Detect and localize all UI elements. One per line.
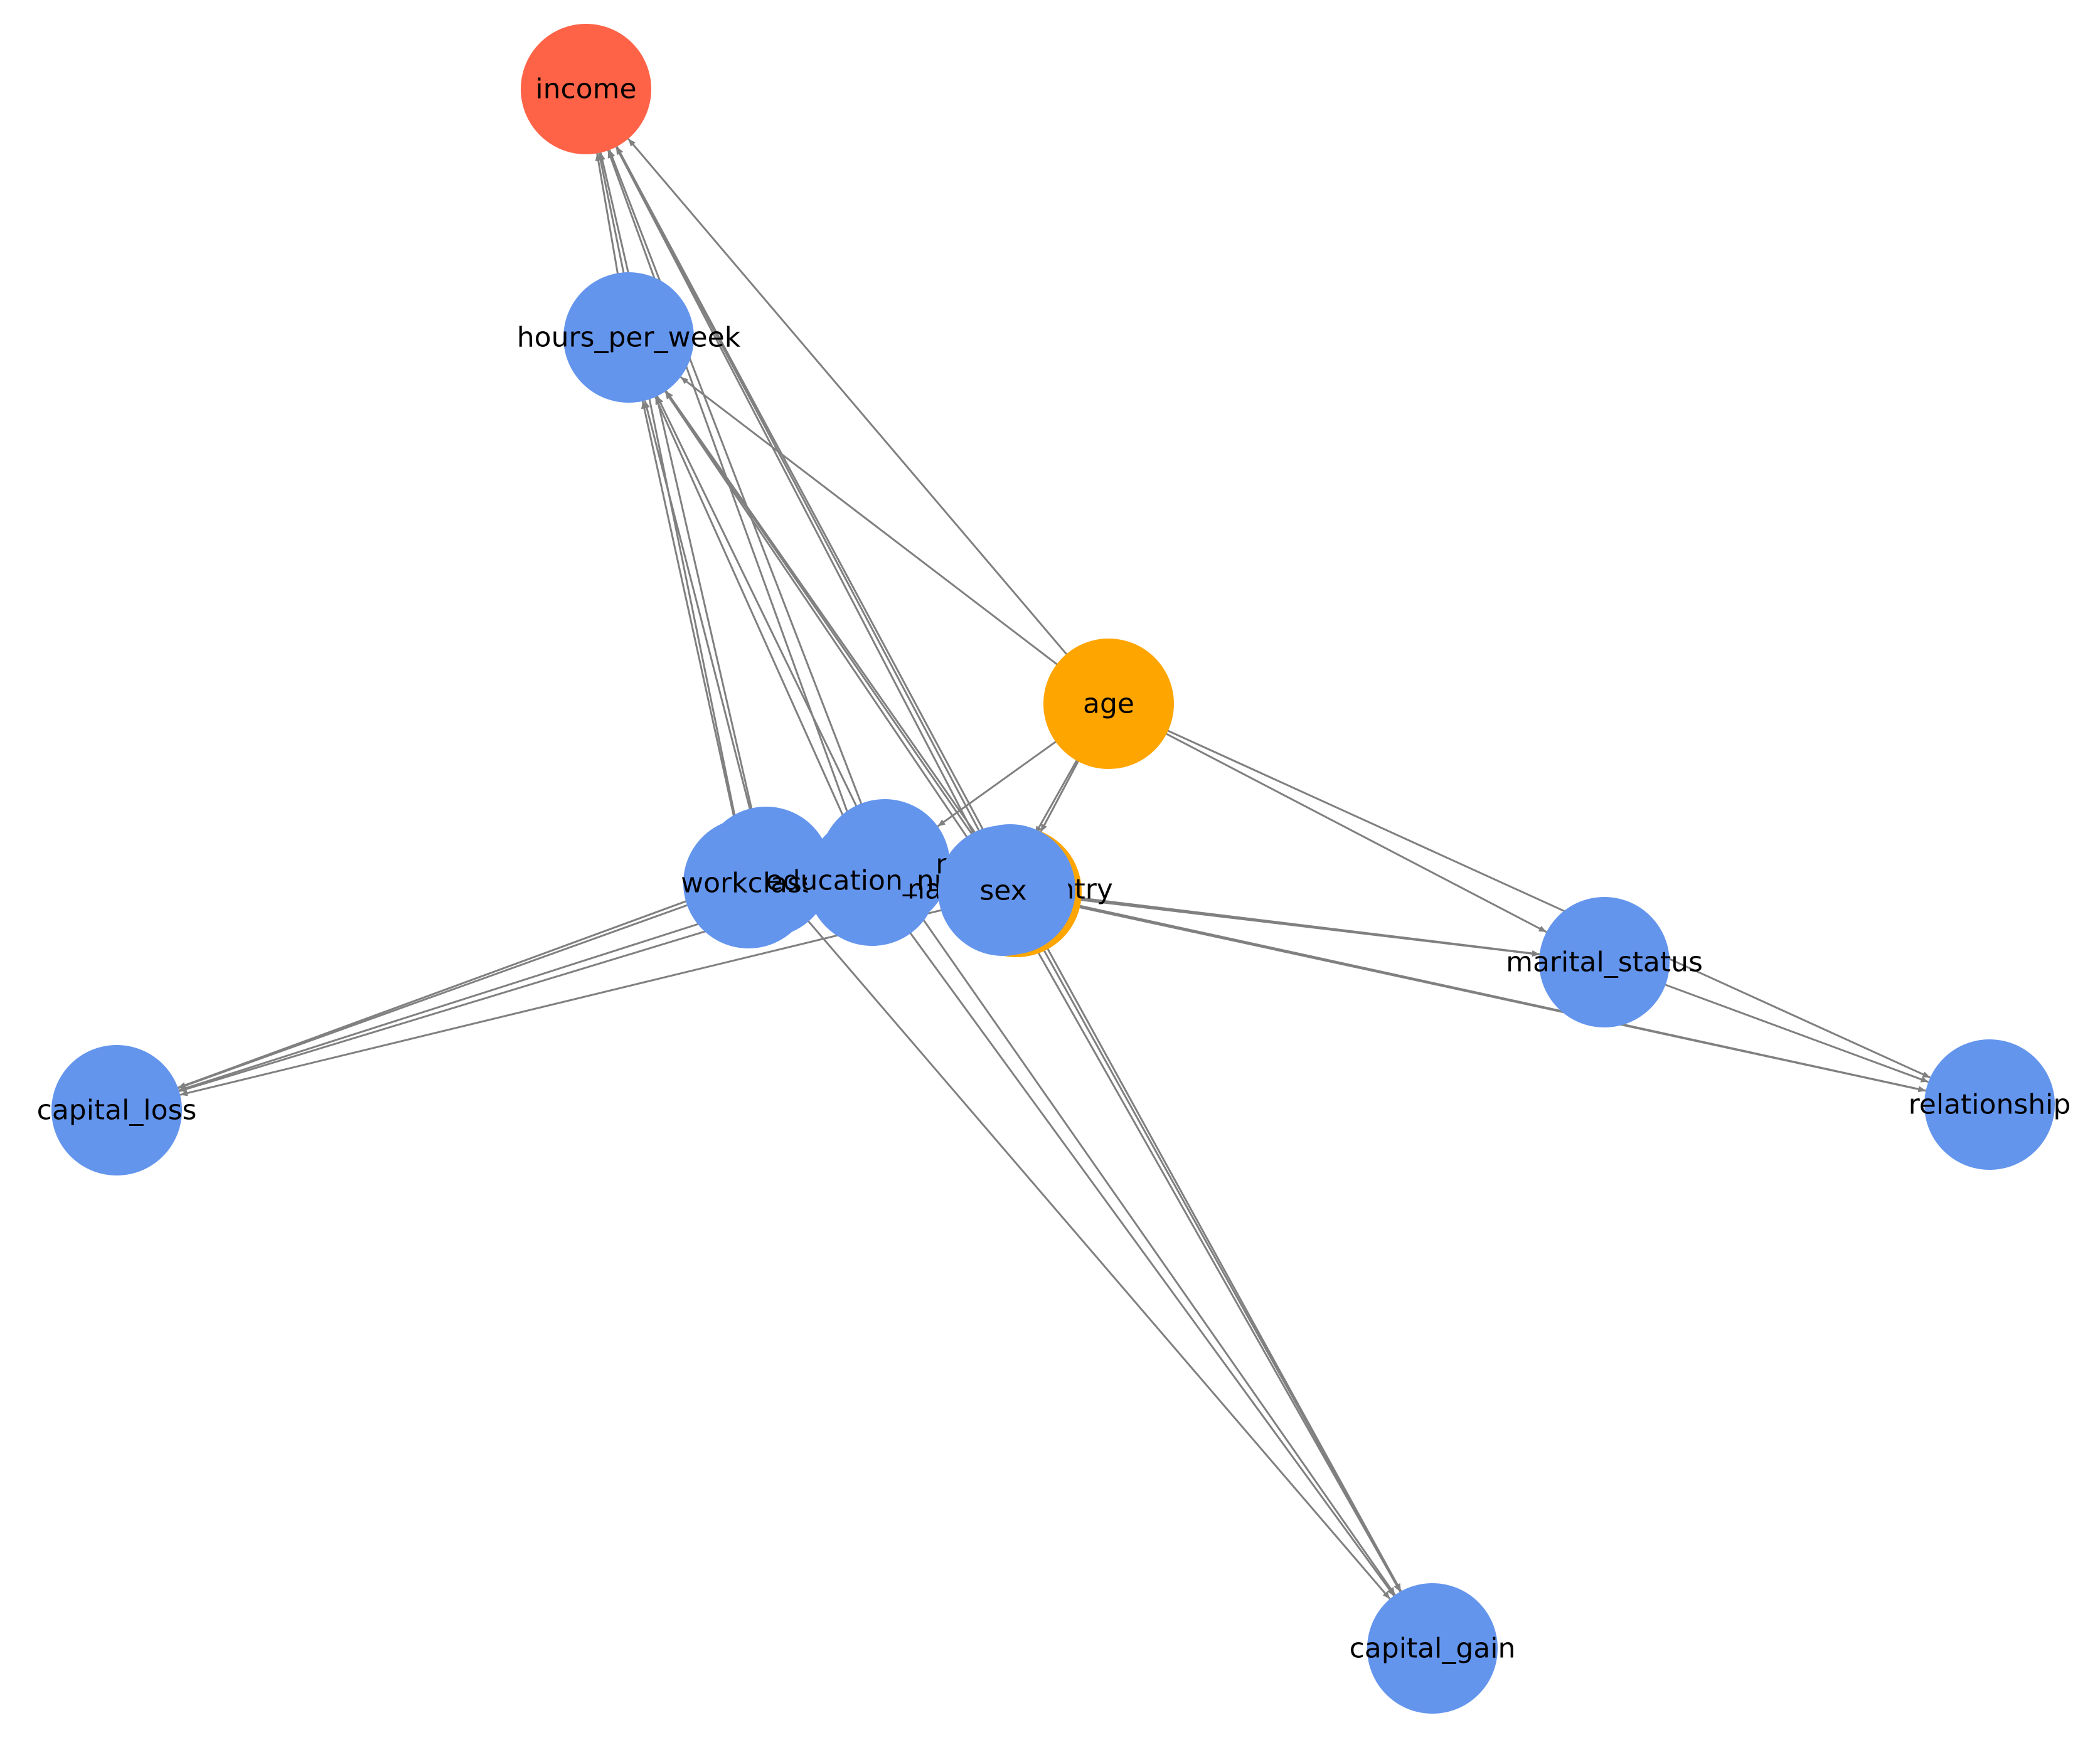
node-circle-capital_loss <box>51 1045 182 1175</box>
node-circle-marital_status <box>1539 897 1670 1027</box>
node-circle-capital_gain <box>1367 1583 1498 1714</box>
edge-sex-to-hours_per_week <box>664 391 983 859</box>
edge-native_country-to-income <box>616 146 993 856</box>
edge-occupation-to-income <box>599 152 759 834</box>
edge-age-to-relationship <box>1144 719 1931 1079</box>
node-circle-hours_per_week <box>563 272 694 403</box>
node-label-relationship: relationship <box>1909 1089 2071 1121</box>
edge-education-to-hours_per_week <box>656 395 869 830</box>
edge-sex-to-capital_gain <box>1021 924 1402 1593</box>
edge-education-to-income <box>608 149 871 829</box>
node-label-sex: sex <box>979 875 1026 907</box>
edge-native_country-to-hours_per_week <box>664 390 989 858</box>
edge-sex-to-income <box>615 146 986 857</box>
edge-age-to-income <box>627 138 1084 675</box>
node-circle-education_num <box>807 815 937 946</box>
node-label-capital_gain: capital_gain <box>1350 1633 1516 1665</box>
edge-race-to-income <box>616 146 999 858</box>
edge-occupation-to-capital_gain <box>791 901 1391 1600</box>
edge-education-to-capital_gain <box>906 896 1396 1596</box>
edge-occupation-to-hours_per_week <box>644 400 757 834</box>
node-capital_loss: capital_loss <box>37 1045 197 1175</box>
edge-education_num-to-income <box>607 150 860 844</box>
node-capital_gain: capital_gain <box>1350 1583 1516 1714</box>
edge-race-to-capital_gain <box>1034 925 1402 1592</box>
node-workclass: workclass <box>681 818 816 948</box>
edge-marital_status-to-relationship <box>1641 975 1929 1083</box>
edge-education_num-to-capital_gain <box>894 911 1395 1596</box>
node-label-workclass: workclass <box>681 867 816 899</box>
node-relationship: relationship <box>1909 1039 2071 1170</box>
edge-education_num-to-hours_per_week <box>654 396 857 846</box>
node-circle-relationship <box>1924 1039 2055 1170</box>
node-hours_per_week: hours_per_week <box>517 272 741 403</box>
node-circle-income <box>521 24 651 154</box>
edge-sex-to-relationship <box>1041 898 1926 1093</box>
node-label-capital_loss: capital_loss <box>37 1095 197 1127</box>
node-income: income <box>521 24 651 154</box>
edges-layer <box>178 138 1931 1600</box>
edge-native_country-to-capital_gain <box>1028 923 1402 1592</box>
node-label-marital_status: marital_status <box>1506 947 1703 979</box>
nodes-layer: incomehours_per_weekageraceoccupationwor… <box>37 24 2071 1714</box>
edge-workclass-to-hours_per_week <box>641 401 742 846</box>
node-label-age: age <box>1083 688 1134 720</box>
node-circle-sex <box>938 825 1069 956</box>
node-marital_status: marital_status <box>1506 897 1703 1027</box>
edge-age-to-marital_status <box>1143 721 1547 933</box>
node-circle-workclass <box>683 818 814 948</box>
edge-sex-to-marital_status <box>1042 894 1540 957</box>
node-label-hours_per_week: hours_per_week <box>517 322 741 354</box>
node-label-income: income <box>535 73 636 105</box>
edge-occupation-to-capital_loss <box>178 884 730 1089</box>
node-circle-age <box>1043 639 1174 769</box>
edge-age-to-education <box>937 726 1078 827</box>
edge-workclass-to-capital_loss <box>178 895 712 1090</box>
node-age: age <box>1043 639 1174 769</box>
node-sex: sex <box>938 825 1069 956</box>
edge-age-to-hours_per_week <box>680 376 1079 681</box>
